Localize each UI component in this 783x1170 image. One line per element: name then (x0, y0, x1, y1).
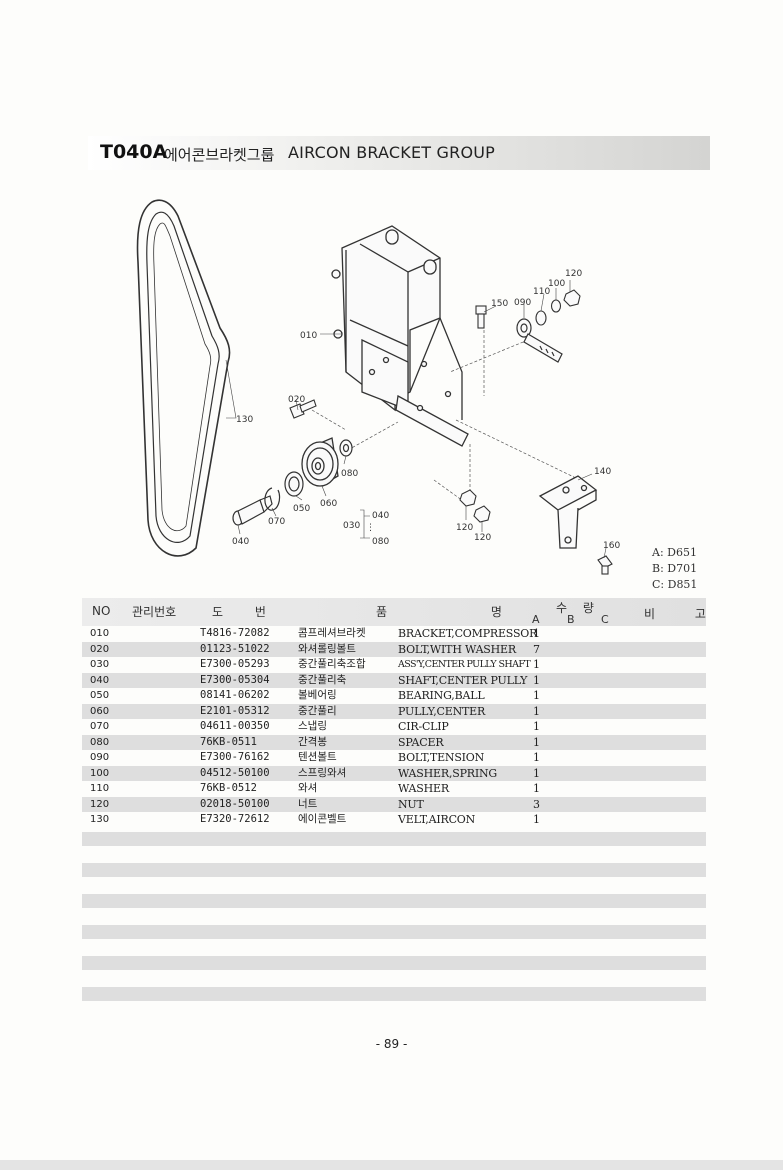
variant-c: C: D851 (652, 578, 698, 591)
title-bar (88, 136, 710, 170)
ball-bearing-part (284, 471, 304, 497)
variant-a: A: D651 (652, 546, 697, 559)
callout-040-sub: 040 (372, 511, 389, 521)
header-qty-c: C (601, 613, 609, 626)
callout-030: 030 (343, 521, 360, 531)
callout-090: 090 (514, 298, 531, 308)
spacer-part (339, 439, 353, 457)
callout-080: 080 (341, 469, 358, 479)
tension-bolt-part (516, 318, 563, 363)
center-pulley-part (301, 437, 339, 487)
callout-120-top: 120 (565, 269, 582, 279)
group-title-english: AIRCON BRACKET GROUP (288, 143, 496, 162)
scan-edge (0, 1160, 783, 1170)
callout-160: 160 (603, 541, 620, 551)
empty-row-band (82, 832, 706, 846)
callout-050: 050 (293, 504, 310, 514)
empty-row-band (82, 956, 706, 970)
callout-130: 130 (236, 415, 253, 425)
tension-bracket-part (538, 475, 598, 549)
group-title-korean: 에어콘브라켓그룹 (164, 146, 275, 164)
page-number: - 89 - (375, 1037, 408, 1051)
header-quantity: 수 량 (556, 601, 600, 615)
bolt-150-part (475, 305, 487, 329)
callout-060: 060 (320, 499, 337, 509)
empty-row-band (82, 863, 706, 877)
compressor-bracket-part (331, 225, 469, 447)
header-part-name: 품 명 (376, 605, 552, 619)
center-pulley-shaft-part (232, 495, 273, 526)
empty-row-band (82, 987, 706, 1001)
nut-part (563, 289, 581, 307)
callout-120-left: 120 (456, 523, 473, 533)
header-remark: 비 고 (644, 607, 724, 621)
callout-150: 150 (491, 299, 508, 309)
table-header (82, 598, 706, 626)
header-drawing-no: 도 번 (212, 605, 280, 619)
group-code: T040A (100, 141, 168, 163)
variant-b: B: D701 (652, 562, 698, 575)
callout-020: 020 (288, 395, 305, 405)
callout-140: 140 (594, 467, 611, 477)
callout-120-right: 120 (474, 533, 491, 543)
washer-part (535, 310, 547, 326)
header-qty-a: A (532, 613, 540, 626)
callout-080-sub: 080 (372, 537, 389, 547)
bolt-020-part (289, 399, 317, 419)
circlip-part (264, 487, 281, 511)
spring-washer-part (550, 299, 562, 313)
header-management-no: 관리번호 (132, 605, 177, 619)
empty-row-band (82, 925, 706, 939)
exploded-parts-diagram: 010 020 030 040 080 040 050 060 070 080 … (136, 199, 620, 575)
empty-row-band (82, 894, 706, 908)
callout-010: 010 (300, 331, 317, 341)
callout-030-dots: ⋮ (366, 523, 375, 533)
callout-070: 070 (268, 517, 285, 527)
header-qty-b: B (567, 613, 575, 626)
v-belt-part (136, 199, 231, 557)
callout-110: 110 (533, 287, 550, 297)
header-no: NO (92, 604, 111, 618)
callout-100: 100 (548, 279, 565, 289)
bolt-160-part (597, 555, 613, 575)
callout-040: 040 (232, 537, 249, 547)
